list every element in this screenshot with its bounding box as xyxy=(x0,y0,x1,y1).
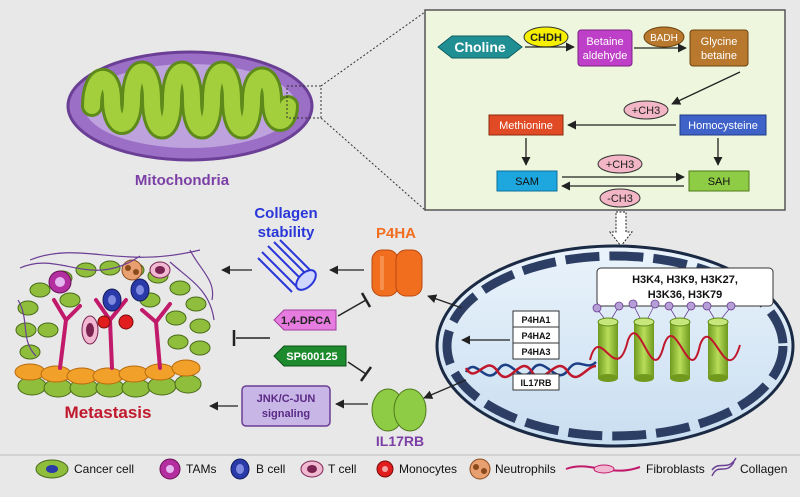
sp600125-node xyxy=(273,345,347,367)
arrow-nucleus-p4ha xyxy=(427,294,463,309)
sp-inhibit-line xyxy=(347,361,367,375)
gene-p4ha1: P4HA1 xyxy=(521,315,550,325)
jnk-line1: JNK/C-JUN xyxy=(257,393,316,405)
collagen-stability-line1: Collagen xyxy=(254,205,317,222)
dpca-label: 1,4-DPCA xyxy=(281,315,331,327)
legend-monocytes: Monocytes xyxy=(376,460,457,478)
sam-label: SAM xyxy=(515,176,539,188)
zoom-line-bottom xyxy=(320,117,426,211)
gene-il17rb: IL17RB xyxy=(520,378,552,388)
badh-enzyme xyxy=(643,26,685,48)
sah-node xyxy=(688,170,750,192)
choline-node: Choline xyxy=(437,35,523,59)
methionine-node xyxy=(488,114,564,136)
histone-marks-line2: H3K36, H3K79 xyxy=(648,289,723,301)
legend-neutrophils-label: Neutrophils xyxy=(495,462,556,476)
legend-b-cell: B cell xyxy=(230,458,285,480)
legend-collagen: Collagen xyxy=(711,457,787,477)
mitochondria-icon xyxy=(66,50,314,162)
dpca-node xyxy=(273,309,337,331)
legend-collagen-label: Collagen xyxy=(740,462,787,476)
arrow-glycine-ch3 xyxy=(671,71,741,105)
sah-label: SAH xyxy=(708,176,731,188)
betaine-aldehyde-node xyxy=(577,29,633,67)
legend-t-cell-label: T cell xyxy=(328,462,356,476)
collagen-stability-line2: stability xyxy=(258,224,315,241)
dna-helix xyxy=(464,361,597,379)
ch3-minus xyxy=(599,188,641,208)
legend-t-cell: T cell xyxy=(300,460,356,478)
legend-monocytes-label: Monocytes xyxy=(399,462,457,476)
collagen-bundle-icon xyxy=(257,239,317,293)
ch3-minus-label: -CH3 xyxy=(607,193,633,205)
il17rb-protein-icon xyxy=(371,388,427,432)
badh-label: BADH xyxy=(650,33,678,44)
legend-neutrophils: Neutrophils xyxy=(469,458,556,480)
metastasis-label: Metastasis xyxy=(65,403,152,422)
histone-1 xyxy=(597,317,619,382)
jnk-line2: signaling xyxy=(262,408,310,420)
homocysteine-node xyxy=(679,114,767,136)
choline-label: Choline xyxy=(454,39,506,55)
methionine-label: Methionine xyxy=(499,120,553,132)
gene-p4ha2: P4HA2 xyxy=(521,331,550,341)
legend-fibroblasts-label: Fibroblasts xyxy=(646,462,705,476)
legend-cancer-cell-label: Cancer cell xyxy=(74,462,134,476)
dpca-inhibit-line xyxy=(337,299,367,317)
glycine-betaine-line1: Glycine xyxy=(701,36,738,48)
ch3-plus-label: +CH3 xyxy=(606,159,634,171)
homocysteine-label: Homocysteine xyxy=(688,120,758,132)
jnk-node xyxy=(241,385,331,427)
legend-cancer-cell: Cancer cell xyxy=(35,459,134,479)
histone-marks-box xyxy=(596,267,774,307)
glycine-betaine-node xyxy=(689,29,749,67)
histone-3 xyxy=(669,317,691,382)
sp-inhibit-bar xyxy=(359,366,373,382)
nucleosome-array xyxy=(589,299,741,382)
chdh-label: CHDH xyxy=(530,32,562,44)
legend-tams: TAMs xyxy=(159,458,216,480)
tumor-microenvironment-illustration xyxy=(14,249,215,398)
mitochondria-label: Mitochondria xyxy=(135,172,230,189)
legend-bar xyxy=(0,455,800,492)
il17rb-label: IL17RB xyxy=(376,433,424,449)
arrow-to-nucleus xyxy=(608,211,634,247)
histone-marks-line1: H3K4, H3K9, H3K27, xyxy=(632,274,738,286)
sam-node xyxy=(496,170,558,192)
ch3-donor-label: +CH3 xyxy=(632,105,660,117)
zoom-line-top xyxy=(320,11,426,87)
gene-p4ha3-box xyxy=(512,342,560,360)
ch3-plus xyxy=(597,154,643,174)
gene-p4ha3: P4HA3 xyxy=(521,347,550,357)
betaine-aldehyde-line2: aldehyde xyxy=(583,50,628,62)
gene-il17rb-box xyxy=(512,373,560,391)
betaine-aldehyde-line1: Betaine xyxy=(586,36,623,48)
histone-2 xyxy=(633,317,655,382)
legend-b-cell-label: B cell xyxy=(256,462,285,476)
legend-fibroblasts: Fibroblasts xyxy=(565,462,705,476)
zoom-box xyxy=(286,85,322,119)
ch3-donor xyxy=(623,100,669,120)
glycine-betaine-line2: betaine xyxy=(701,50,737,62)
arrow-nucleus-il17rb xyxy=(423,379,467,399)
dpca-inhibit-bar xyxy=(360,292,372,308)
legend-tams-label: TAMs xyxy=(186,462,216,476)
p4ha-label: P4HA xyxy=(376,225,416,242)
p4ha-protein-icon xyxy=(371,249,423,297)
sp600125-label: SP600125 xyxy=(286,351,337,363)
